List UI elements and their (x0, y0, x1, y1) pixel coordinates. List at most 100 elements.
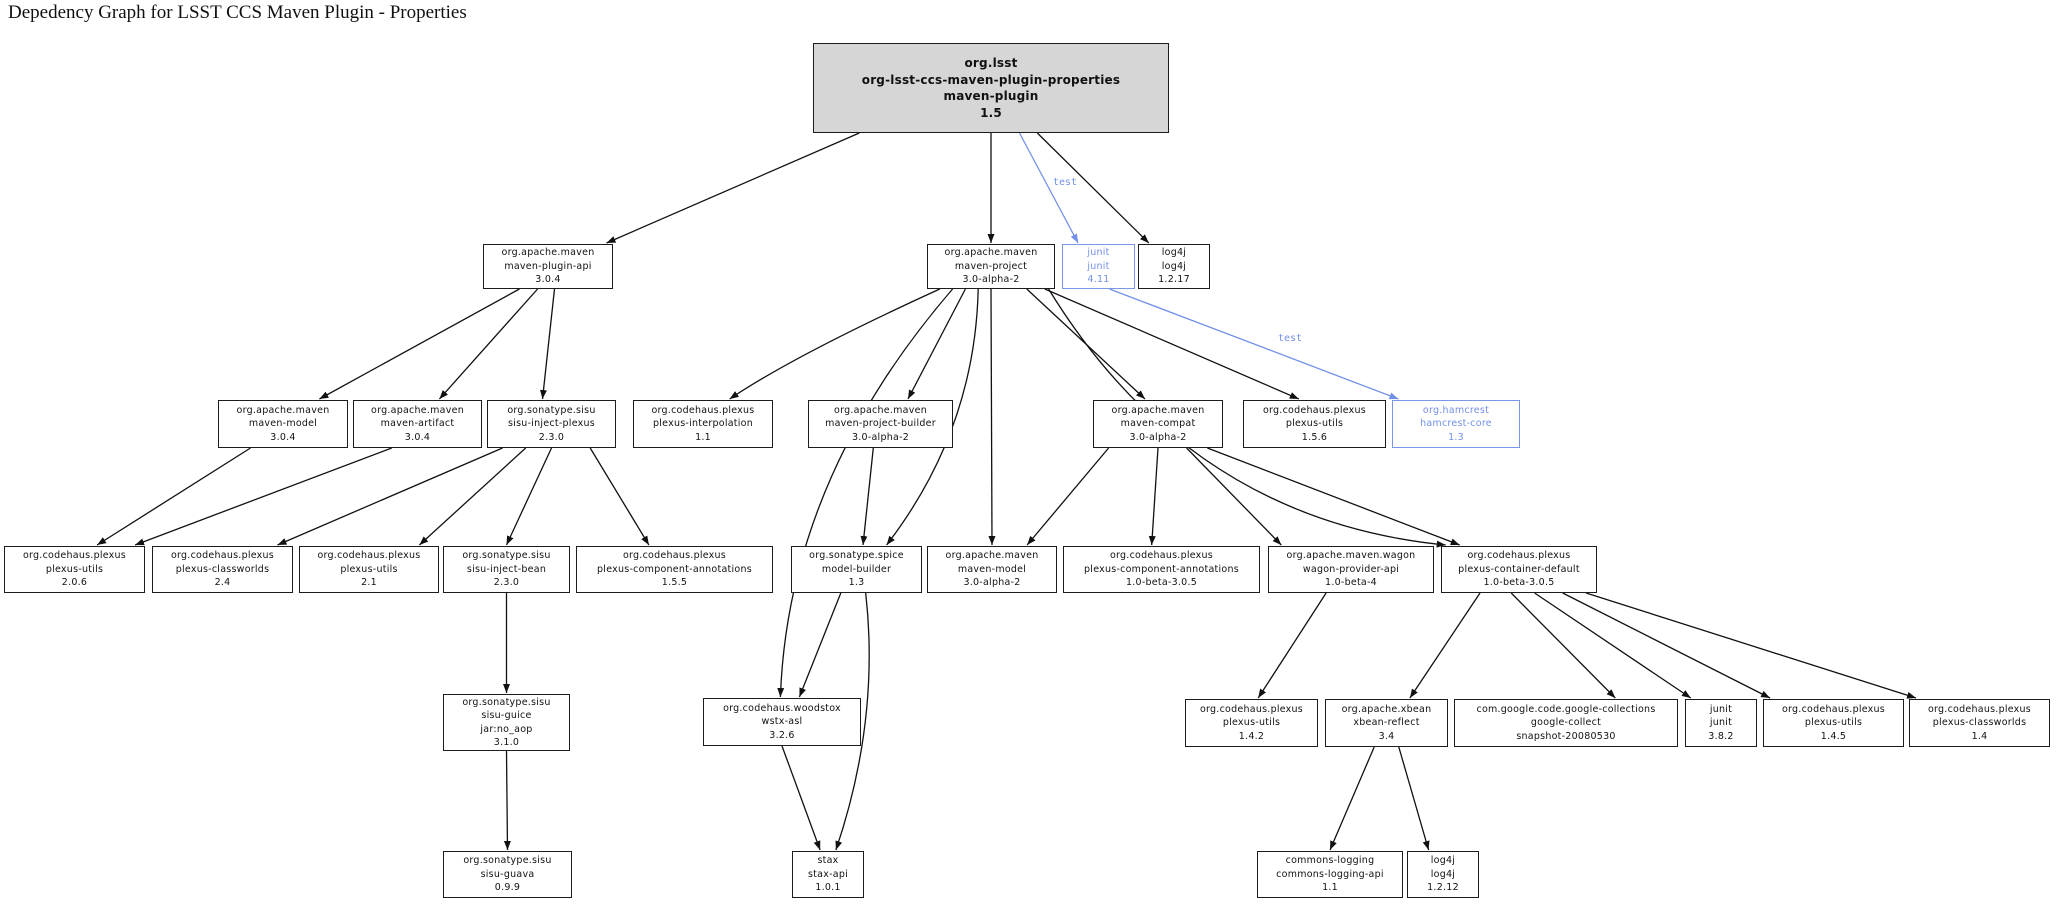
node-text-line: plexus-interpolation (652, 418, 753, 430)
edge-plexus-container-default--xbean-reflect (1409, 592, 1481, 699)
node-text-line: plexus-utils (1804, 717, 1863, 729)
node-text-line: org.apache.maven.wagon (1286, 550, 1416, 562)
edge-model-builder--wstx-asl (798, 592, 842, 698)
node-text-line: jar:no_aop (480, 723, 533, 735)
node-text-line: org.apache.maven (501, 247, 595, 259)
node-text-line: org.sonatype.spice (809, 550, 904, 562)
node-text-line: org-lsst-ccs-maven-plugin-properties (861, 72, 1121, 87)
edge-xbean-reflect--commons-logging-api (1329, 746, 1375, 851)
edge-plexus-container-default--plexus-classworlds-14 (1585, 592, 1917, 699)
node-text-line: org.codehaus.plexus (1927, 703, 2032, 715)
node-text-line: stax-api (807, 868, 849, 880)
node-text-line: 1.0-beta-3.0.5 (1125, 577, 1198, 589)
edge-maven-project--plexus-interpolation (729, 288, 941, 400)
edge-plexus-container-default--google-collect (1510, 592, 1616, 699)
node-text-line: maven-compat (1120, 418, 1196, 430)
edge-root--junit-4 (1018, 132, 1079, 244)
node-text-line: org.apache.maven (945, 550, 1039, 562)
node-text-line: 2.1 (361, 577, 377, 589)
node-text-line: 3.0-alpha-2 (851, 431, 910, 443)
node-text-line: maven-project (954, 260, 1028, 272)
node-text-line: junit (1709, 717, 1733, 729)
node-text-line: org.apache.maven (1111, 404, 1205, 416)
node-text-line: maven-model (957, 563, 1027, 575)
edge-maven-project--wstx-asl (777, 288, 954, 698)
node-text-line: org.codehaus.plexus (651, 404, 755, 416)
edge-sisu-inject-plexus--plexus-ca-155 (589, 447, 650, 546)
node-text-line: commons-logging (1285, 855, 1375, 867)
node-text-line: 1.4.2 (1238, 730, 1265, 742)
edge-junit-4--hamcrest-core (1109, 288, 1399, 400)
node-text-line: 1.0-beta-3.0.5 (1483, 577, 1555, 589)
edge-sisu-inject-plexus--plexus-classworlds-24 (277, 447, 503, 546)
edge-maven-plugin-api--maven-model-304 (319, 288, 520, 400)
edge-maven-compat--plexus-ca-105 (1148, 447, 1159, 546)
node-text-line: org.apache.maven (236, 404, 330, 416)
edge-maven-compat--maven-model-3a2 (1026, 447, 1110, 546)
node-text-line: org.apache.maven (371, 404, 464, 416)
node-text-line: 1.4.5 (1820, 730, 1847, 742)
node-text-line: 3.0-alpha-2 (1129, 431, 1187, 443)
node-text-line: plexus-classworlds (1932, 717, 2027, 729)
node-text-line: log4j (1430, 868, 1456, 880)
node-text-line: org.hamcrest (1422, 404, 1490, 416)
node-text-line: com.google.code.google-collections (1476, 703, 1656, 715)
node-text-line: maven-model (248, 418, 318, 430)
node-text-line: 1.2.12 (1427, 882, 1459, 894)
node-text-line: 2.3.0 (493, 577, 520, 589)
node-text-line: 3.0.4 (270, 431, 296, 443)
node-text-line: org.codehaus.plexus (1199, 703, 1304, 715)
node-text-line: 3.0-alpha-2 (963, 577, 1021, 589)
node-text-line: plexus-utils (1222, 717, 1281, 729)
node-text-line: maven-project-builder (825, 418, 936, 430)
node-text-line: org.sonatype.sisu (507, 404, 596, 416)
node-text-line: plexus-utils (45, 563, 104, 575)
node-text-line: 1.1 (695, 431, 711, 443)
edge-maven-project--plexus-container-default (1048, 288, 1446, 548)
node-text-line: 3.0.4 (404, 431, 431, 443)
edge-maven-plugin-api--sisu-inject-plexus (539, 288, 556, 400)
node-text-line: maven-artifact (380, 418, 455, 430)
node-text-line: maven-plugin-api (504, 260, 592, 272)
edge-maven-compat--plexus-container-default (1207, 447, 1460, 546)
node-text-line: 4.11 (1087, 274, 1110, 286)
edge-sisu-inject-plexus--sisu-inject-bean (505, 447, 553, 546)
node-text-line: org.codehaus.plexus (317, 550, 421, 562)
node-text-line: log4j (1161, 260, 1187, 272)
edge-root--maven-plugin-api (606, 132, 860, 244)
edge-plexus-container-default--plexus-utils-145 (1562, 592, 1771, 699)
edge-sisu-inject-plexus--plexus-utils-21 (418, 447, 527, 546)
node-text-line: plexus-utils (340, 563, 398, 575)
node-text-line: plexus-container-default (1458, 563, 1580, 575)
edge-root--log4j-1217 (1036, 132, 1150, 244)
node-text-line: 2.3.0 (538, 431, 565, 443)
edge-maven-compat--wagon-provider-api (1186, 447, 1282, 546)
node-text-line: org.lsst (964, 56, 1018, 70)
edge-maven-project--model-builder (886, 288, 979, 546)
edge-maven-model-304--plexus-utils-206 (96, 447, 251, 546)
edge-sisu-guice--sisu-guava (503, 750, 511, 851)
node-text-line: sisu-guava (480, 868, 535, 880)
node-text-line: org.sonatype.sisu (462, 696, 551, 708)
node-text-line: org.codehaus.plexus (1781, 703, 1886, 715)
node-text-line: 1.5.6 (1301, 431, 1328, 443)
node-text-line: 1.4 (1971, 730, 1988, 742)
node-text-line: 1.5.5 (661, 577, 688, 589)
